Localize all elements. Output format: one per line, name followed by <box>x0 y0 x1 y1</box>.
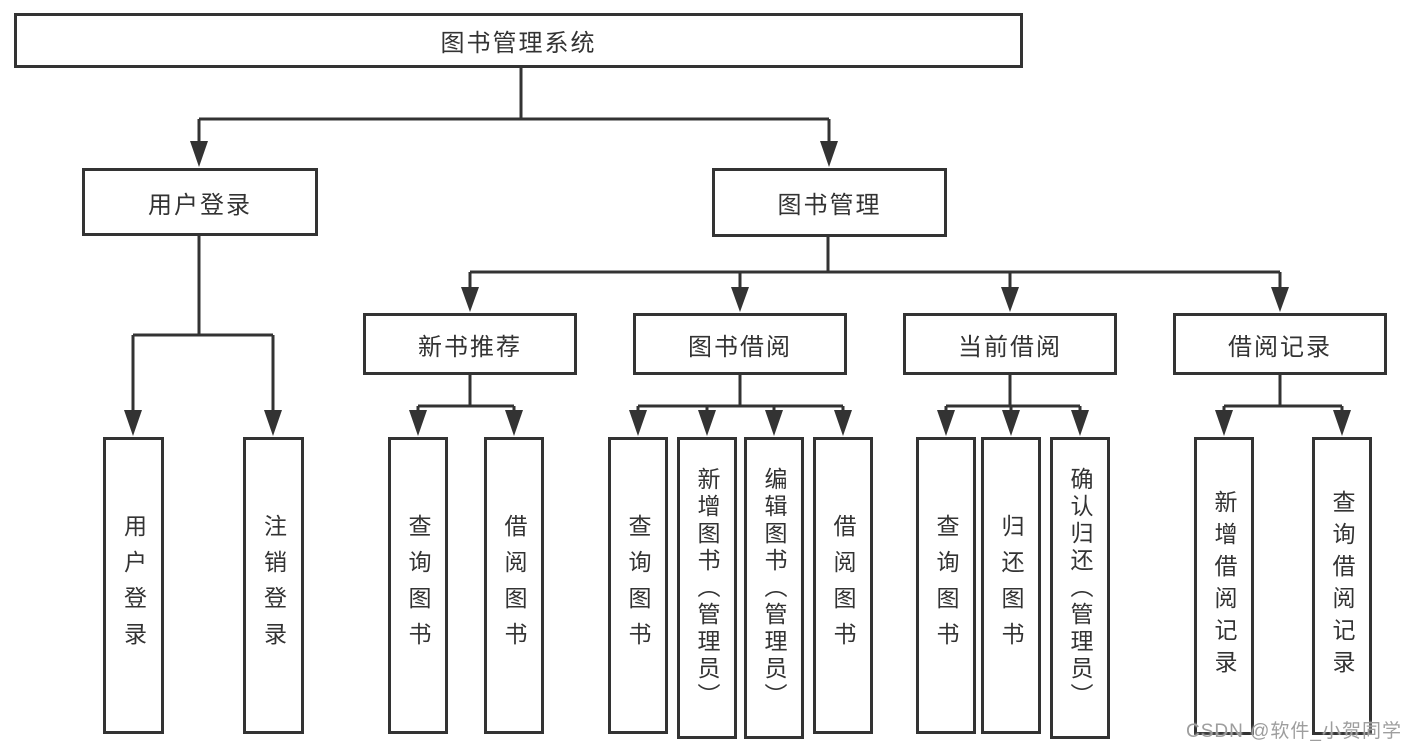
node-user-login: 用户登录 <box>82 168 318 236</box>
leaf-query-books-recommend: 查询图书 <box>388 437 448 734</box>
leaf-user-login: 用户登录 <box>103 437 164 734</box>
leaf-logout: 注销登录 <box>243 437 304 734</box>
node-current-borrowing: 当前借阅 <box>903 313 1117 375</box>
node-root-label: 图书管理系统 <box>440 30 597 57</box>
leaf-query-borrow-record: 查询借阅记录 <box>1312 437 1372 735</box>
leaf-add-books-admin: 新增图书（管理员） <box>677 437 737 739</box>
leaf-confirm-return-admin: 确认归还（管理员） <box>1050 437 1110 739</box>
node-new-book-recommend: 新书推荐 <box>363 313 577 375</box>
leaf-borrow-books-recommend: 借阅图书 <box>484 437 544 734</box>
leaf-query-books-borrowing: 查询图书 <box>608 437 668 734</box>
leaf-query-books-current: 查询图书 <box>916 437 976 734</box>
node-book-management: 图书管理 <box>712 168 947 237</box>
leaf-edit-books-admin: 编辑图书（管理员） <box>744 437 804 739</box>
watermark: CSDN @软件_小贺同学 <box>1186 721 1402 742</box>
node-new-book-recommend-label: 新书推荐 <box>418 333 522 361</box>
node-book-management-label: 图书管理 <box>777 192 882 219</box>
node-user-login-label: 用户登录 <box>148 191 252 219</box>
leaf-add-borrow-record: 新增借阅记录 <box>1194 437 1254 735</box>
node-book-borrowing: 图书借阅 <box>633 313 847 375</box>
node-current-borrowing-label: 当前借阅 <box>958 333 1062 361</box>
node-borrow-records: 借阅记录 <box>1173 313 1387 375</box>
leaf-return-books: 归还图书 <box>981 437 1041 734</box>
node-book-borrowing-label: 图书借阅 <box>688 333 792 361</box>
node-borrow-records-label: 借阅记录 <box>1228 333 1332 361</box>
node-root: 图书管理系统 <box>14 13 1023 68</box>
leaf-borrow-books: 借阅图书 <box>813 437 873 734</box>
